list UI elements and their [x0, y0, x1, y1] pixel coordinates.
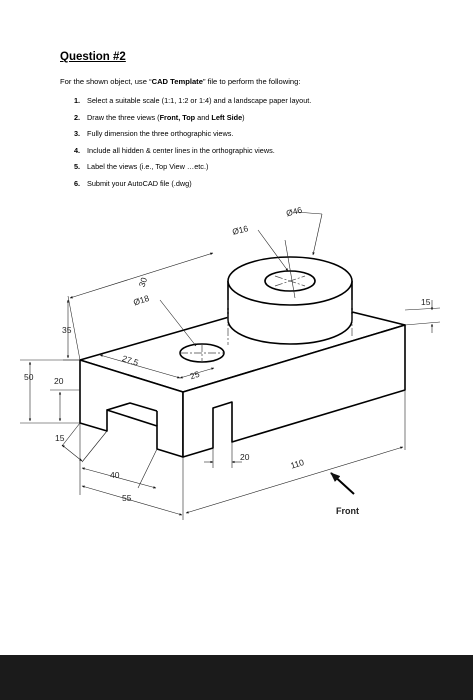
item-number: 2.: [74, 112, 81, 122]
item-text: Select a suitable scale (1:1, 1:2 or 1:4…: [87, 96, 312, 105]
dim-label-27-5: 27.5: [121, 353, 140, 368]
leader-d46: [312, 213, 323, 256]
notch-back-edge: [106, 402, 158, 412]
instruction-item: 4. Include all hidden & center lines in t…: [74, 146, 311, 163]
object-outline: [79, 256, 406, 458]
dim-label-15-top: 15: [421, 297, 431, 307]
front-arrow: [330, 472, 355, 495]
instruction-item: 3. Fully dimension the three orthographic…: [74, 129, 311, 146]
instruction-item: 1. Select a suitable scale (1:1, 1:2 or 1…: [74, 96, 311, 113]
front-indicator: Front: [330, 472, 359, 516]
dim-label-25: 25: [189, 369, 201, 382]
dim-15-left-line: [61, 444, 83, 462]
intro-text-start: For the shown object, use “: [60, 77, 152, 86]
item-text: Submit your AutoCAD file (.dwg): [87, 178, 192, 188]
item-text: Include all hidden & center lines in the…: [87, 145, 275, 155]
center-lines: [180, 275, 353, 362]
dim-27-5-line: [99, 354, 181, 379]
instruction-list: 1. Select a suitable scale (1:1, 1:2 or 1…: [74, 96, 311, 195]
leader-d18: [159, 299, 197, 347]
dim-label-110: 110: [289, 457, 305, 471]
document-page: Question #2 For the shown object, use “C…: [20, 51, 441, 520]
item-text-mid: and: [195, 112, 212, 122]
leader-d16: [257, 229, 289, 272]
item-number: 1.: [74, 96, 81, 105]
item-text: Label the views (i.e., Top View …etc.): [87, 162, 209, 171]
item-number: 3.: [74, 129, 81, 138]
front-label: Front: [336, 506, 359, 516]
item-bold-views: Front, Top: [159, 112, 196, 122]
item-number: 5.: [74, 162, 81, 171]
dim-label-d46: Ø46: [285, 205, 303, 219]
dim-label-d18: Ø18: [132, 293, 151, 308]
isometric-drawing: Ø46 Ø16 Ø18 30 27.5 25 15 35 50 20 15 40…: [20, 205, 441, 520]
dimension-lines: [20, 211, 441, 520]
dim-30-line: [69, 252, 214, 299]
item-text-end: ): [242, 112, 245, 122]
intro-text-end: ” file to perform the following:: [202, 77, 301, 86]
dim-40-line: [81, 467, 157, 489]
item-number: 4.: [74, 145, 81, 155]
dim-label-35: 35: [62, 325, 72, 335]
dim-label-40: 40: [110, 470, 120, 480]
dim-label-55: 55: [122, 493, 132, 503]
instruction-item: 5. Label the views (i.e., Top View …etc.): [74, 162, 311, 179]
dim-25-line: [179, 367, 215, 379]
item-bold-left-side: Left Side: [211, 112, 243, 122]
dim-110-line: [185, 446, 404, 514]
dim-label-15-left: 15: [55, 433, 65, 443]
question-intro: For the shown object, use “CAD Template”…: [60, 77, 300, 86]
dim-label-20-bottom: 20: [240, 452, 250, 462]
viewer-bottom-bar: [0, 655, 473, 700]
dimension-labels: Ø46 Ø16 Ø18 30 27.5 25 15 35 50 20 15 40…: [24, 205, 431, 503]
item-number: 6.: [74, 178, 81, 188]
item-text: Fully dimension the three orthographic v…: [87, 129, 234, 138]
dim-label-d16: Ø16: [231, 223, 249, 237]
dim-label-50: 50: [24, 372, 34, 382]
dim-55-line: [81, 485, 183, 516]
question-title: Question #2: [60, 51, 126, 63]
leader-d46-shoulder: [295, 211, 323, 215]
instruction-item: 6. Submit your AutoCAD file (.dwg): [74, 179, 311, 196]
dim-label-20: 20: [54, 376, 64, 386]
item-text-start: Draw the three views (: [87, 112, 160, 122]
dim-label-30: 30: [137, 276, 150, 288]
instruction-item: 2. Draw the three views (Front, Top and L…: [74, 113, 311, 130]
intro-template-name: CAD Template: [151, 77, 203, 86]
